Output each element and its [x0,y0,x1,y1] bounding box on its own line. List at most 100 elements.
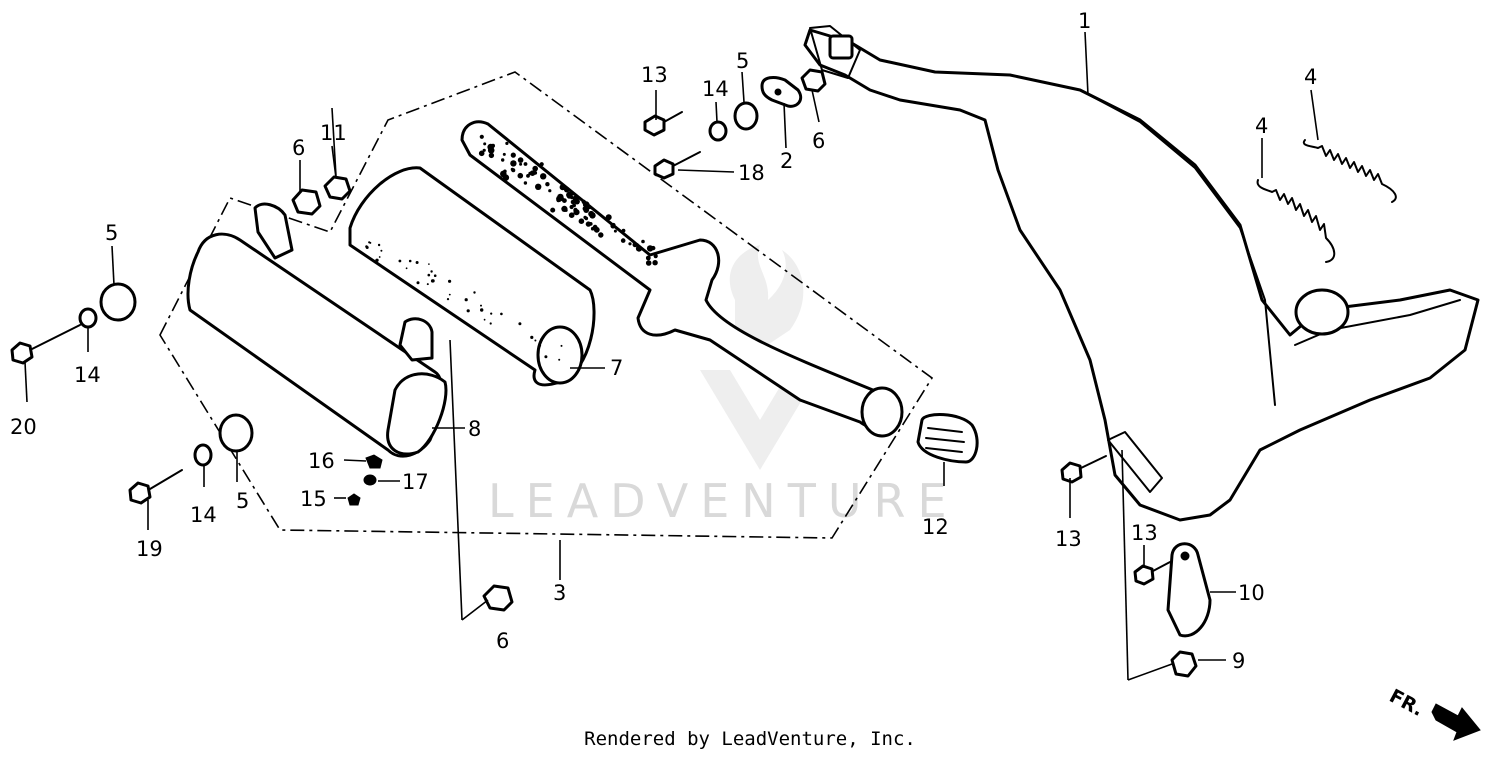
bolt-part-19-head [128,481,152,505]
perforation-dot [561,205,568,212]
packing-texture-dot [380,249,383,252]
perforation-dot [482,148,486,152]
packing-texture-dot [490,312,493,315]
perforation-dot [613,229,617,233]
spring-lower-coil [1256,179,1336,263]
callout-4-upper: 4 [1304,65,1317,89]
perforation-dot [590,226,595,231]
packing-texture-dot [518,322,522,326]
packing-texture-dot [560,344,563,347]
callout-2: 2 [780,149,793,173]
perforation-dot [593,226,600,233]
callout-6-lower: 6 [496,629,509,653]
perforation-dot [478,150,485,157]
perforation-dot [610,223,616,229]
perforation-dot [583,215,587,220]
perforation-dot [585,221,592,227]
callout-14-left: 14 [74,363,101,387]
perforation-dot [502,152,506,156]
footer-credit: Rendered by LeadVenture, Inc. [584,728,916,750]
packing-texture-dot [480,308,484,312]
front-direction-arrow-icon [1431,703,1481,741]
callout-5-lower: 5 [236,489,249,513]
packing-texture-dot [530,335,534,339]
perforation-dot [641,239,645,244]
perforation-dot [517,157,524,163]
packing-texture-dot [377,243,381,247]
perforation-dot [488,152,495,159]
packing-texture-dot [473,291,476,294]
collar-part-14-left [78,307,98,329]
callout-14-upper: 14 [702,77,729,101]
callout-8: 8 [468,417,481,441]
packing-texture-dot [375,258,379,262]
nut-part-9 [1170,650,1198,678]
packing-texture-dot [534,339,537,342]
muffler-body-mount-lower [398,317,434,362]
bolt-part-13-lower [1133,561,1171,586]
perforation-dot [532,165,538,172]
perforation-dot [526,174,530,178]
packing-texture-dot [480,304,482,307]
perforation-dot [646,245,654,252]
packing-texture-dot [466,309,470,313]
muffler-core-perforations [365,134,658,361]
packing-texture-dot [428,263,430,265]
callout-6-left: 6 [292,136,305,160]
callout-7: 7 [610,356,623,380]
leader-lines [24,31,1319,681]
muffler-packing-end [536,325,584,385]
packing-texture-dot [427,273,431,277]
perforation-dot [572,203,576,208]
perforation-dot [487,143,495,151]
expansion-chamber-body [803,28,1480,522]
packing-texture-dot [544,355,548,359]
bolt-part-13-lower-head [1133,564,1155,586]
callout-20: 20 [10,415,37,439]
bolt-part-13-middle-shank [1080,455,1107,469]
bolt-part-13-middle-head [1060,461,1083,484]
packing-texture-dot [558,358,561,361]
perforation-dot [548,189,552,193]
perforation-dot [587,205,591,210]
muffler-core-outlet [860,386,904,438]
perforation-dot [653,254,658,259]
perforation-dot [510,167,514,171]
callout-16: 16 [308,449,335,473]
callout-3: 3 [553,581,566,605]
perforation-dot [628,242,632,246]
perforation-dot [635,245,643,252]
grommet-part-5-lower [218,413,254,453]
grommet-part-5-upper [733,101,759,131]
perforation-dot [562,198,567,204]
packing-texture-dot [448,293,451,296]
packing-texture-dot [416,281,420,285]
perforation-dot [500,170,507,178]
spring-upper-coil [1302,139,1397,203]
perforation-dot [605,214,612,221]
washer-part-17 [363,474,377,486]
perforation-dot [556,198,561,203]
packing-texture-dot [369,241,372,244]
callout-5-upper: 5 [736,49,749,73]
mount-bracket-hole [1180,551,1190,561]
packing-texture-dot [415,261,419,264]
bolt-part-19-shank [149,469,183,490]
perforation-dot [620,238,626,243]
nut-part-11 [323,175,352,201]
spring-upper-part [1302,139,1397,203]
packing-texture-dot [433,274,437,278]
screw-part-15 [347,493,361,506]
perforation-dot [479,134,484,139]
bolt-part-20-shank [31,324,81,350]
bolt-part-19 [128,469,183,505]
callout-13-middle: 13 [1055,527,1082,551]
muffler-packing-part [348,166,596,387]
perforation-dot [645,255,651,261]
packing-texture-dot [483,318,486,321]
muffler-end-cap [386,372,448,456]
perforation-dot [598,232,604,238]
packing-texture-dot [540,338,544,342]
packing-texture-dot [448,279,452,283]
